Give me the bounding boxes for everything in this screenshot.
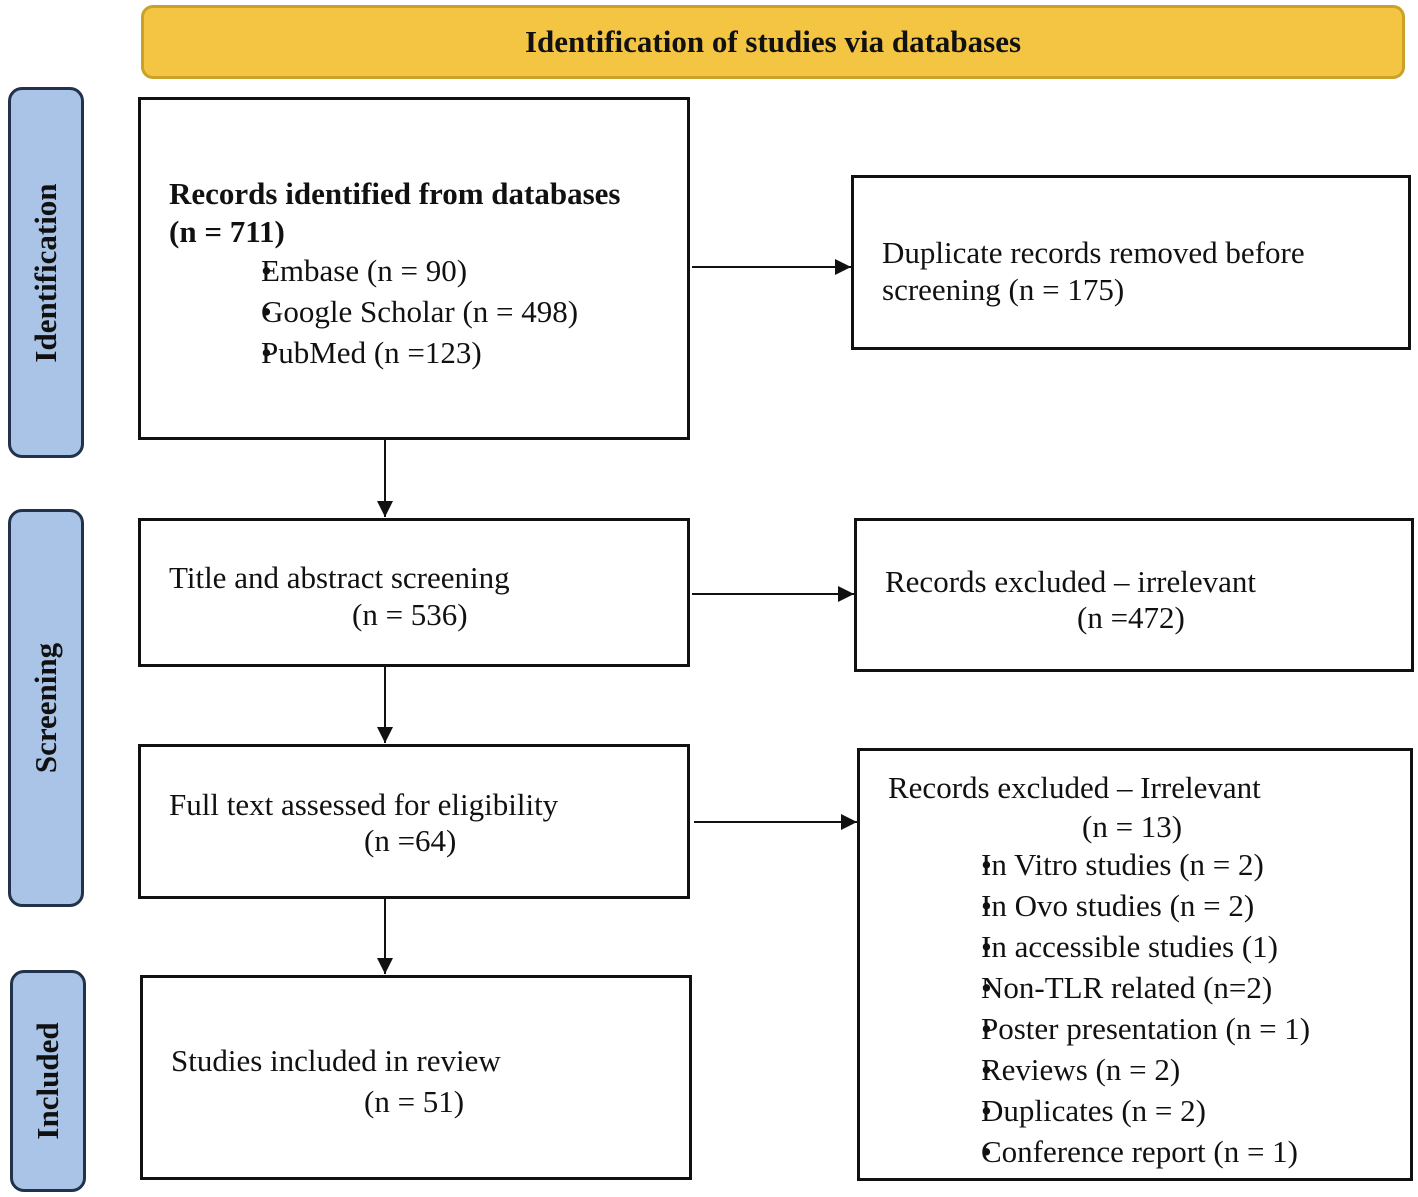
full-text-box: Full text assessed for eligibility (n =6… — [138, 744, 690, 899]
records-identified-count: (n = 711) — [169, 214, 285, 249]
included-label: Studies included in review — [171, 1043, 501, 1078]
duplicates-removed-line1: Duplicate records removed before — [882, 235, 1305, 270]
included-box: Studies included in review (n = 51) — [140, 975, 692, 1180]
reason-item: Reviews (n = 2) — [916, 1051, 1310, 1092]
full-text-count: (n =64) — [364, 823, 457, 858]
reason-item: Duplicates (n = 2) — [916, 1092, 1310, 1133]
included-count: (n = 51) — [364, 1084, 465, 1119]
reason-item: In Vitro studies (n = 2) — [916, 846, 1310, 887]
header-banner: Identification of studies via databases — [141, 5, 1405, 79]
title-abstract-box: Title and abstract screening (n = 536) — [138, 518, 690, 667]
full-text-label: Full text assessed for eligibility — [169, 787, 559, 822]
title-abstract-label: Title and abstract screening — [169, 560, 510, 595]
records-source-list: Embase (n = 90) Google Scholar (n = 498)… — [203, 252, 578, 375]
title-abstract-count: (n = 536) — [352, 597, 468, 632]
excluded-fulltext-count: (n = 13) — [1082, 809, 1183, 844]
records-identified-box: Records identified from databases (n = 7… — [138, 97, 690, 440]
stage-identification: Identification — [8, 87, 84, 458]
stage-included: Included — [10, 970, 86, 1192]
duplicates-removed-line2: screening (n = 175) — [882, 272, 1125, 307]
source-item-google-scholar: Google Scholar (n = 498) — [203, 293, 578, 334]
stage-screening: Screening — [8, 509, 84, 907]
excluded-fulltext-box: Records excluded – Irrelevant (n = 13) I… — [857, 748, 1413, 1181]
reason-item: In accessible studies (1) — [916, 928, 1310, 969]
source-item-embase: Embase (n = 90) — [203, 252, 578, 293]
records-identified-title: Records identified from databases — [169, 176, 621, 211]
reason-item: In Ovo studies (n = 2) — [916, 887, 1310, 928]
excluded-irrelevant-label: Records excluded – irrelevant — [885, 564, 1256, 599]
source-item-pubmed: PubMed (n =123) — [203, 334, 578, 375]
reason-item: Conference report (n = 1) — [916, 1133, 1310, 1174]
exclusion-reason-list: In Vitro studies (n = 2) In Ovo studies … — [916, 846, 1310, 1174]
reason-item: Poster presentation (n = 1) — [916, 1010, 1310, 1051]
excluded-fulltext-label: Records excluded – Irrelevant — [888, 770, 1261, 805]
reason-item: Non-TLR related (n=2) — [916, 969, 1310, 1010]
duplicates-removed-box: Duplicate records removed before screeni… — [851, 175, 1411, 350]
excluded-irrelevant-box: Records excluded – irrelevant (n =472) — [854, 518, 1414, 672]
excluded-irrelevant-count: (n =472) — [1077, 600, 1185, 635]
header-title: Identification of studies via databases — [524, 24, 1022, 59]
